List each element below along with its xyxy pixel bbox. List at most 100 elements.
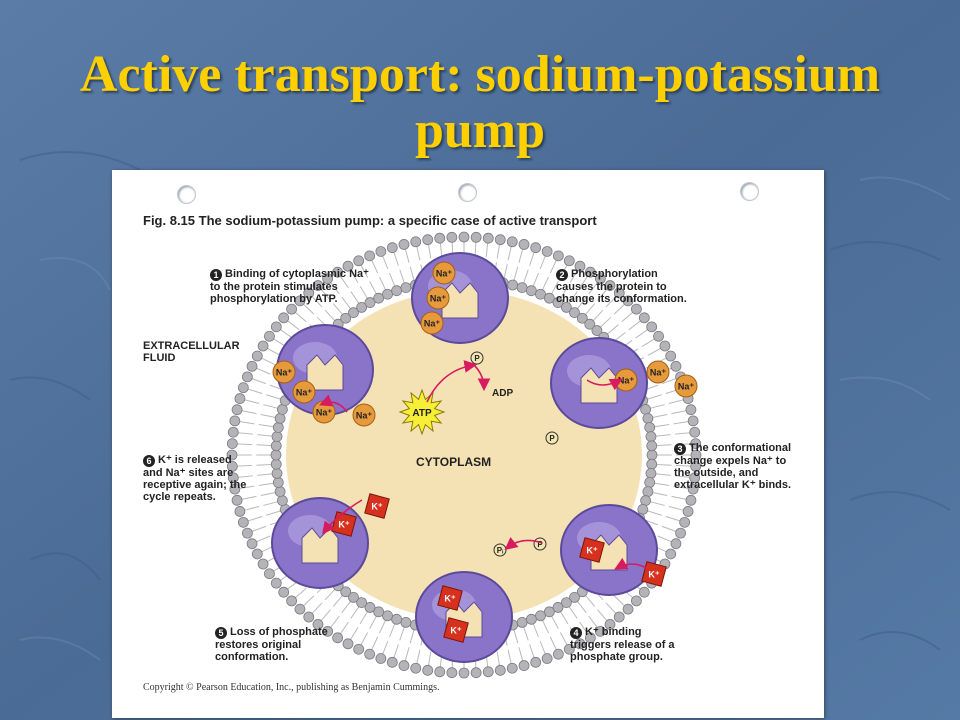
- step-6-line-2: and Na⁺ sites are: [143, 467, 234, 479]
- svg-text:Na⁺: Na⁺: [678, 382, 695, 392]
- phospholipid-head: [274, 486, 286, 497]
- phospholipid-head: [271, 467, 283, 479]
- phospholipid-head: [400, 282, 412, 294]
- phospholipid-head: [312, 280, 324, 291]
- phospholipid-head: [375, 653, 387, 664]
- phospholipid-head: [494, 234, 506, 246]
- phospholipid-head: [646, 449, 658, 461]
- phosphate-group: P: [545, 431, 559, 445]
- phospholipid-head: [227, 472, 239, 484]
- phospholipid-head: [270, 458, 282, 470]
- phospholipid-head: [576, 312, 588, 324]
- phospholipid-head: [356, 301, 368, 313]
- phospholipid-head: [398, 239, 410, 250]
- phospholipid-head: [687, 415, 699, 427]
- phospholipid-head: [638, 586, 650, 598]
- phospholipid-head: [530, 656, 542, 668]
- phospholipid-head: [398, 660, 410, 671]
- phospholipid-head: [237, 382, 249, 394]
- slide-title: Active transport: sodium-potassium pump: [0, 46, 960, 159]
- step-1-number: 1: [210, 269, 222, 281]
- phospholipid-head: [584, 318, 596, 330]
- phospholipid-head: [270, 321, 282, 333]
- pump-protein-step-5: [415, 571, 513, 663]
- phospholipid-head: [543, 292, 555, 304]
- svg-text:P: P: [549, 434, 555, 443]
- step-1-line-3: phosphorylation by ATP.: [210, 293, 338, 305]
- pump-protein-step-3: [550, 337, 648, 429]
- phospholipid-head: [560, 597, 572, 609]
- phospholipid-head: [226, 438, 238, 449]
- phospholipid-head: [458, 231, 470, 243]
- phospholipid-head: [689, 472, 701, 484]
- phospholipid-head: [272, 422, 284, 433]
- step-3-line-4: extracellular K⁺ binds.: [674, 479, 792, 491]
- phospholipid-head: [246, 360, 258, 372]
- phospholipid-head: [364, 297, 376, 308]
- step-2-line-2: causes the protein to: [556, 281, 667, 293]
- phospholipid-head: [470, 231, 482, 243]
- phospholipid-head: [685, 404, 697, 416]
- phospholipid-head: [535, 288, 546, 300]
- potassium-ion: K⁺: [437, 585, 463, 611]
- phospholipid-head: [332, 266, 344, 278]
- atp-to-adp-arrow: [426, 360, 478, 403]
- phospholipid-head: [552, 297, 564, 308]
- phospholipid-head: [353, 643, 365, 655]
- phospholipid-head: [353, 255, 365, 267]
- phospholipid-head: [659, 340, 671, 352]
- phospholipid-head: [506, 236, 518, 248]
- phospholipid-head: [604, 619, 616, 630]
- phospholipid-head: [574, 638, 586, 650]
- phospholipid-head: [470, 667, 482, 679]
- k-binding-arrow: [614, 557, 647, 570]
- phospholipid-head: [264, 568, 275, 580]
- phospholipid-head: [644, 477, 656, 488]
- phospholipid-head: [274, 413, 286, 424]
- phospholipid-head: [226, 461, 238, 472]
- phospholipid-head: [391, 285, 403, 297]
- step-6-number: 6: [143, 455, 155, 467]
- phospholipid-head: [422, 664, 434, 676]
- phospholipid-head: [356, 597, 368, 609]
- step-1-line-1: Binding of cytoplasmic Na⁺: [225, 268, 369, 280]
- phospholipid-head: [563, 643, 575, 655]
- step-5-line-2: restores original: [215, 639, 302, 651]
- phospholipid-head: [560, 301, 572, 313]
- step-3-line-3: the outside, and: [674, 467, 759, 479]
- sodium-ion: Na⁺: [312, 400, 336, 424]
- sodium-ion: Na⁺: [292, 380, 316, 404]
- phospholipid-head: [348, 307, 359, 319]
- svg-text:Na⁺: Na⁺: [316, 408, 333, 418]
- svg-text:K⁺: K⁺: [450, 626, 461, 636]
- phospholipid-head: [670, 538, 682, 550]
- phospholipid-head: [642, 413, 654, 424]
- phospholipid-head: [665, 350, 677, 362]
- phospholipid-head: [270, 449, 282, 461]
- step-4-line-3: phosphate group.: [570, 651, 663, 663]
- phospholipid-head: [382, 288, 393, 300]
- phospholipid-head: [231, 404, 243, 416]
- phospholipid-head: [690, 438, 702, 449]
- phospholipid-head: [340, 312, 352, 324]
- sodium-ion: Na⁺: [352, 403, 376, 427]
- phospholipid-head: [264, 330, 275, 342]
- phospholipid-head: [270, 440, 282, 452]
- phospholipid-head: [569, 591, 580, 603]
- phospholipid-head: [594, 625, 606, 637]
- reaction-arrows: [319, 360, 647, 570]
- phospholipid-head: [642, 486, 654, 497]
- inorganic-phosphate: Pᵢ: [493, 543, 507, 557]
- step-4-line-1: K⁺ binding: [585, 626, 642, 638]
- pump-proteins: [271, 252, 658, 663]
- atp-molecule: ATP: [398, 388, 446, 436]
- step-2-number: 2: [556, 269, 568, 281]
- phospholipid-head: [312, 619, 324, 630]
- phospholipid-head: [645, 467, 657, 479]
- pump-protein-step-4: [560, 504, 658, 596]
- phospholipid-head: [332, 632, 344, 644]
